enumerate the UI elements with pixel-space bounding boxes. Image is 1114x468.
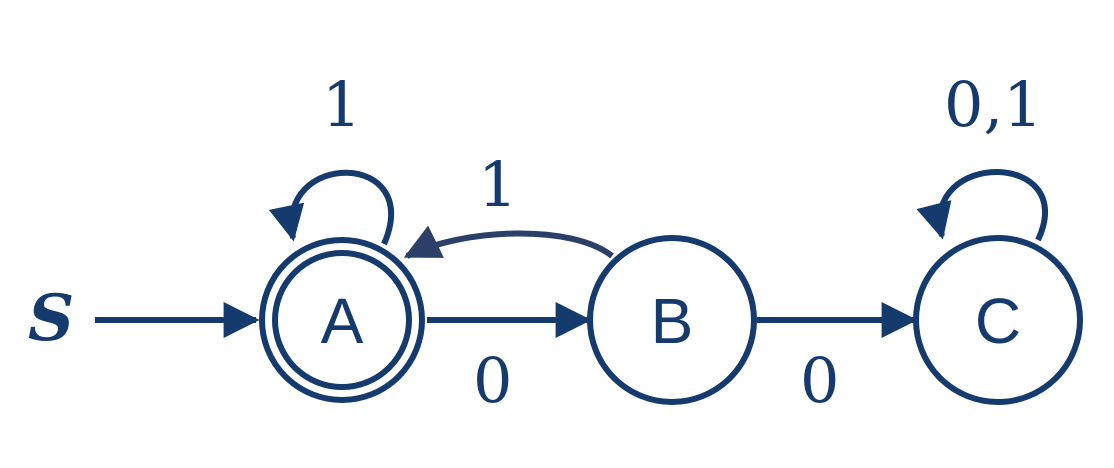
state-a-inner-ring <box>272 250 412 390</box>
state-b-ring <box>587 235 757 405</box>
transition-label-a-a: 1 <box>322 68 361 141</box>
start-label: S <box>28 281 74 356</box>
transition-a-a <box>268 169 395 246</box>
state-c-ring <box>913 235 1083 405</box>
transition-b-a <box>403 225 614 259</box>
state-a: A <box>259 237 425 403</box>
state-c-label: C <box>975 285 1021 357</box>
state-b: B <box>587 235 757 405</box>
transition-c-c <box>916 169 1048 242</box>
state-c: C <box>913 235 1083 405</box>
transition-label-b-c: 0 <box>800 344 839 417</box>
transition-label-c-c: 0,1 <box>944 68 1043 141</box>
state-b-label: B <box>651 285 694 357</box>
transition-label-b-a: 1 <box>478 148 517 221</box>
transition-label-a-b: 0 <box>473 344 512 417</box>
state-a-label: A <box>321 285 364 357</box>
